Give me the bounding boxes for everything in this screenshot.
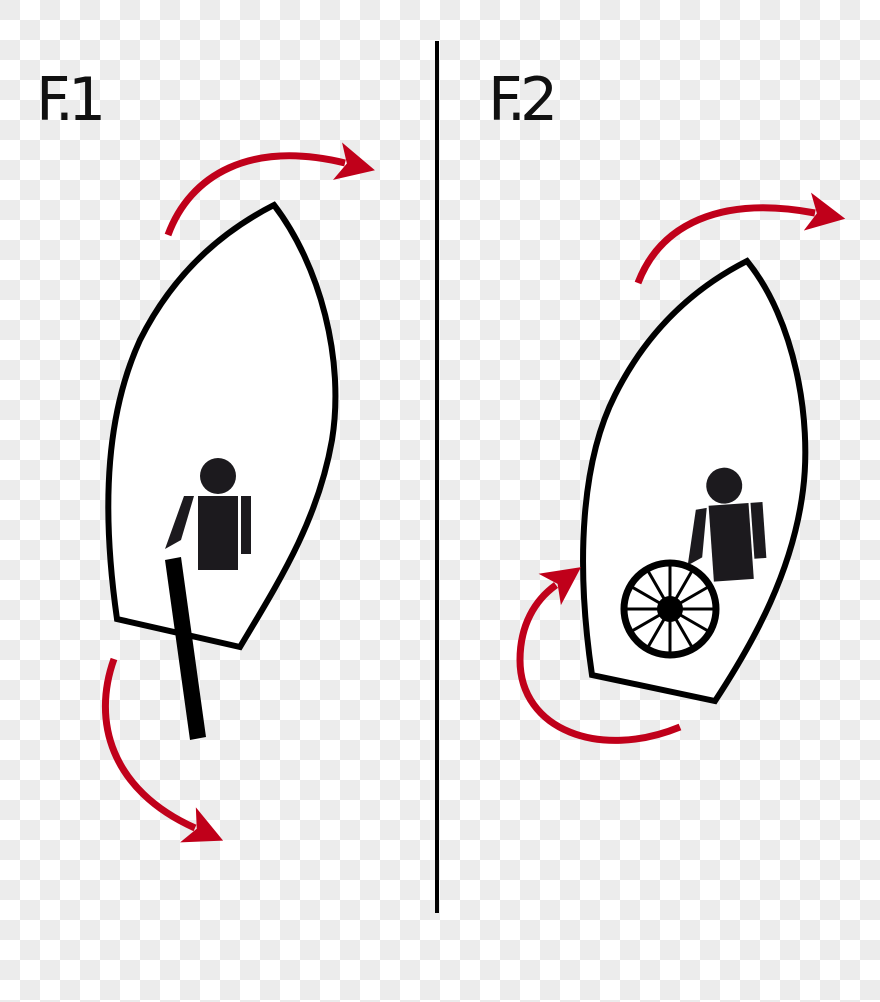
curved-arrow-icon [516, 567, 682, 744]
curved-arrow-icon [634, 192, 846, 285]
tiller-icon [165, 557, 206, 740]
boat-hull [105, 201, 339, 651]
person-icon [165, 458, 251, 570]
curved-arrow-icon [164, 142, 375, 237]
panel-label-f1: F.1 [36, 65, 106, 135]
steering-wheel-icon [620, 559, 720, 659]
curved-arrow-icon [101, 657, 224, 843]
panel-f2 [516, 192, 846, 744]
person-icon [687, 467, 767, 582]
panel-label-f2: F.2 [488, 65, 558, 135]
panel-f1 [101, 142, 375, 843]
